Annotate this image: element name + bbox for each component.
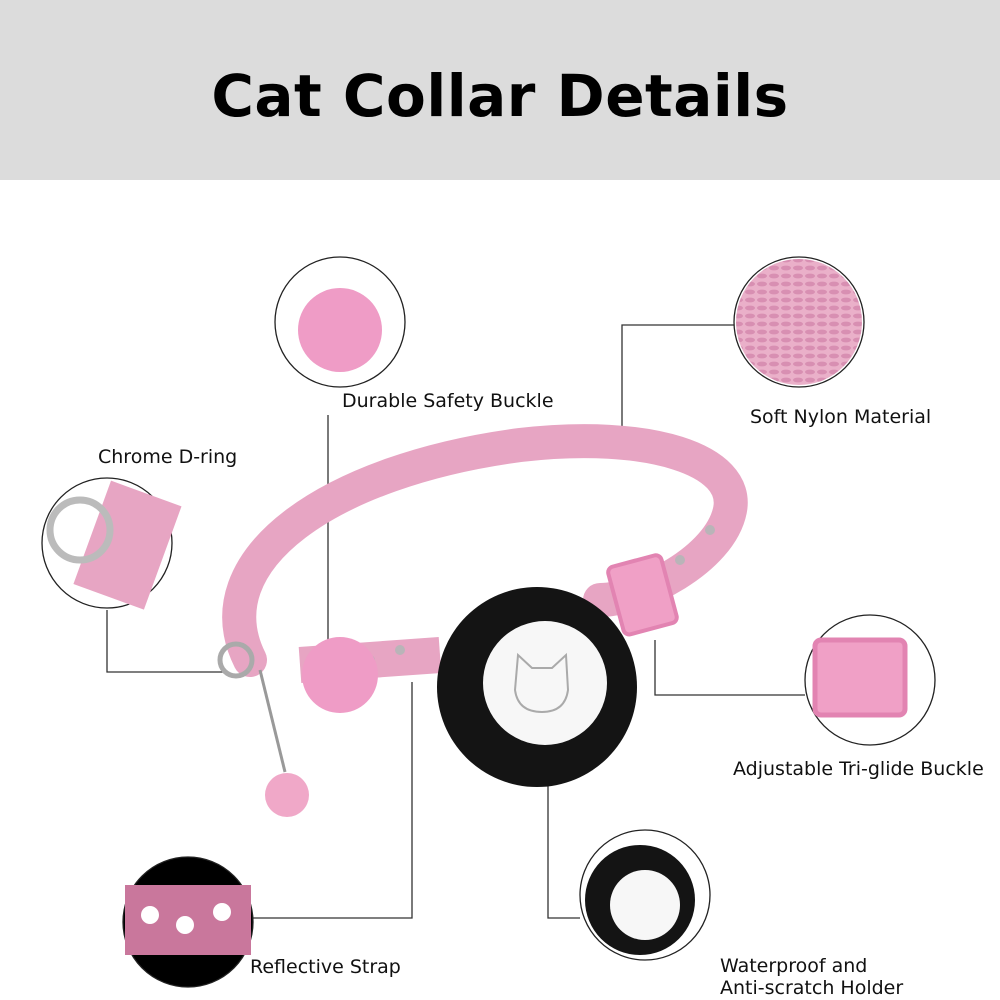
feature-label-holder-2: Anti-scratch Holder: [720, 977, 904, 999]
header-banner: Cat Collar Details: [0, 0, 1000, 180]
tri-glide-buckle: [606, 553, 679, 637]
feature-label-buckle: Durable Safety Buckle: [342, 390, 554, 412]
feature-label-dring: Chrome D-ring: [98, 446, 238, 468]
d-ring: [217, 641, 255, 679]
feature-label-holder: Waterproof and: [720, 955, 868, 977]
connector-lines: [106, 324, 805, 919]
collar-strap: [222, 424, 748, 677]
page-title: Cat Collar Details: [211, 62, 789, 130]
feature-label-nylon: Soft Nylon Material: [750, 406, 932, 428]
safety-buckle: [302, 637, 378, 713]
feature-label-triglide: Adjustable Tri-glide Buckle: [733, 758, 984, 780]
feature-label-reflective: Reflective Strap: [250, 956, 401, 978]
bell: [265, 773, 309, 817]
